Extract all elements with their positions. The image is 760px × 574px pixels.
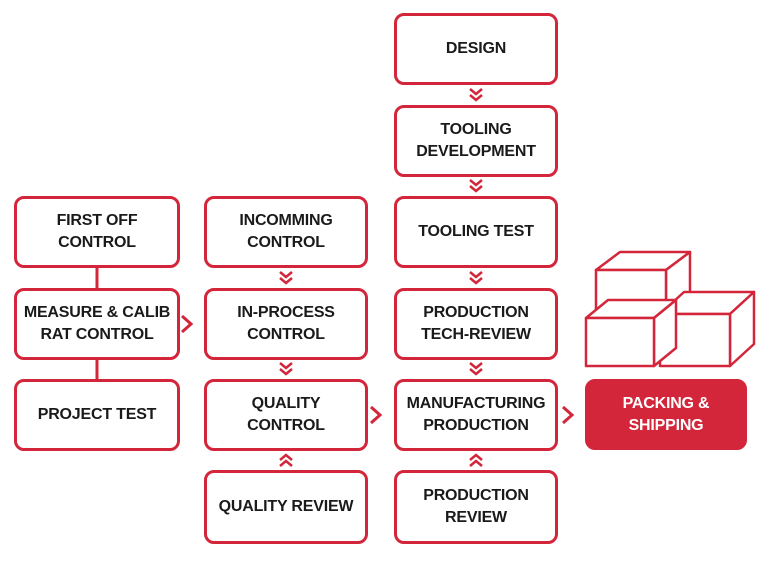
double-chevron-down-icon (279, 362, 293, 376)
quality-control-label: QUALITY CONTROL (247, 395, 325, 434)
packing-shipping-label: PACKING & SHIPPING (622, 394, 710, 434)
packing-shipping-box: PACKING & SHIPPING (585, 379, 747, 450)
tooling-test-label: TOOLING TEST (418, 223, 534, 240)
tooling-development-box: TOOLING DEVELOPMENT (394, 105, 558, 177)
quality-review-label: QUALITY REVIEW (218, 498, 354, 515)
production-review-label: PRODUCTION REVIEW (423, 487, 529, 526)
chevron-right-icon (370, 405, 383, 425)
double-chevron-down-icon (469, 179, 483, 193)
double-chevron-up-icon (279, 453, 293, 467)
double-chevron-up-icon (469, 453, 483, 467)
production-tech-review-box: PRODUCTION TECH-REVIEW (394, 288, 558, 360)
double-chevron-down-icon (469, 362, 483, 376)
incoming-control-box: INCOMMING CONTROL (204, 196, 368, 268)
production-review-box: PRODUCTION REVIEW (394, 470, 558, 544)
in-process-control-box: IN-PROCESS CONTROL (204, 288, 368, 360)
design-box: DESIGN (394, 13, 558, 85)
in-process-control-label: IN-PROCESS CONTROL (237, 304, 335, 343)
design-label: DESIGN (445, 40, 507, 57)
production-tech-review-label: PRODUCTION TECH-REVIEW (421, 304, 531, 343)
first-off-control-box: FIRST OFF CONTROL (14, 196, 180, 268)
stacked-boxes-icon (584, 250, 756, 368)
quality-control-box: QUALITY CONTROL (204, 379, 368, 451)
tooling-development-label: TOOLING DEVELOPMENT (416, 121, 536, 160)
measure-calib-label: MEASURE & CALIB RAT CONTROL (23, 304, 171, 343)
double-chevron-down-icon (469, 271, 483, 285)
project-test-box: PROJECT TEST (14, 379, 180, 451)
tooling-test-box: TOOLING TEST (394, 196, 558, 268)
project-test-label: PROJECT TEST (37, 406, 157, 423)
quality-review-box: QUALITY REVIEW (204, 470, 368, 544)
measure-calib-box: MEASURE & CALIB RAT CONTROL (14, 288, 180, 360)
first-off-control-label: FIRST OFF CONTROL (56, 212, 138, 251)
chevron-right-icon (562, 405, 575, 425)
incoming-control-label: INCOMMING CONTROL (239, 212, 333, 251)
chevron-right-icon (181, 314, 194, 334)
double-chevron-down-icon (469, 88, 483, 102)
double-chevron-down-icon (279, 271, 293, 285)
manufacturing-production-box: MANUFACTURING PRODUCTION (394, 379, 558, 451)
manufacturing-production-label: MANUFACTURING PRODUCTION (406, 395, 546, 434)
